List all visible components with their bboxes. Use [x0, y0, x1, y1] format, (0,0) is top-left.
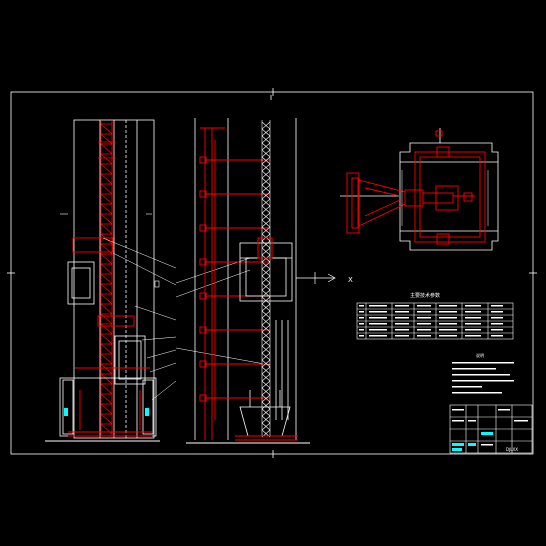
front-elevation-view [45, 119, 160, 442]
parameter-table-title: 主要技术参数 [410, 292, 440, 299]
notes-title: 说明 [476, 352, 484, 358]
section-marker: X [348, 276, 353, 284]
side-cage [239, 242, 293, 302]
front-lower-cage [114, 335, 146, 385]
top-plan-view [340, 128, 499, 251]
drawing-code: DJLXX [506, 447, 518, 452]
front-mast [98, 120, 116, 436]
general-notes: 说明 [452, 352, 514, 394]
drawing-frame [7, 88, 537, 458]
parameter-table: 主要技术参数 [356, 292, 514, 340]
side-column-brackets [199, 127, 270, 440]
title-block: DJLXX [449, 404, 533, 454]
section-arrow [296, 272, 336, 284]
side-elevation-view: X [186, 95, 353, 444]
side-lattice-mast [261, 120, 271, 438]
front-upper-cage [67, 261, 95, 305]
